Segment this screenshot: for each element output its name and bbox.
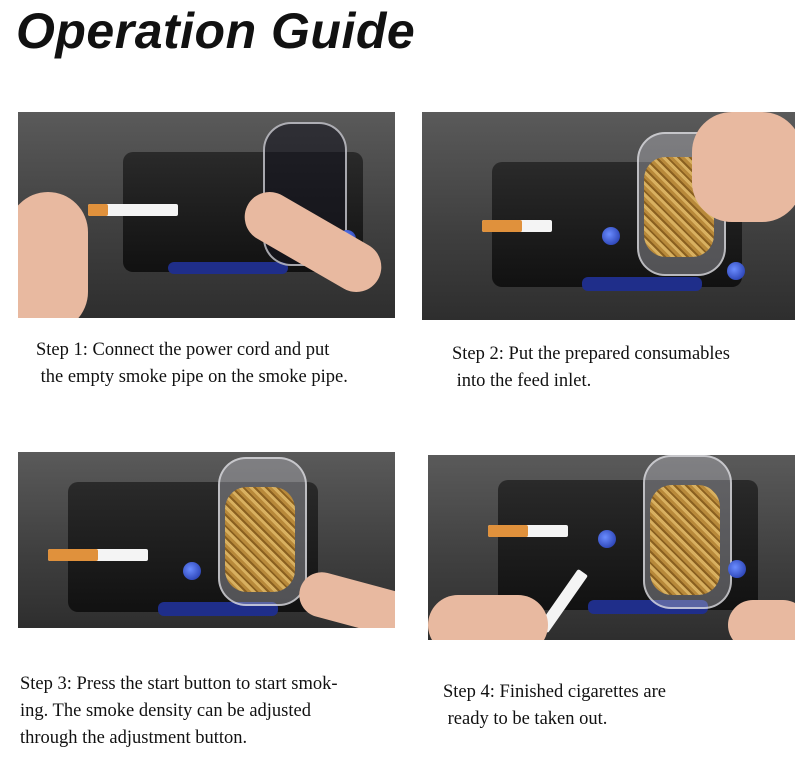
step-1-photo <box>18 112 395 318</box>
hand <box>728 600 795 640</box>
tobacco <box>225 487 295 592</box>
adjust-knob <box>183 562 201 580</box>
page-title: Operation Guide <box>16 3 416 59</box>
step-4-caption: Step 4: Finished cigarettes are ready to… <box>443 679 666 733</box>
adjust-knob <box>602 227 620 245</box>
step-2-photo <box>422 112 795 320</box>
step-4-photo <box>428 455 795 640</box>
adjust-knob <box>598 530 616 548</box>
hand <box>18 192 88 318</box>
hand <box>692 112 795 222</box>
caption-line: the empty smoke pipe on the smoke pipe. <box>36 367 348 387</box>
caption-line: into the feed inlet. <box>452 371 592 391</box>
start-button <box>727 262 745 280</box>
cigarette-tube <box>88 204 178 216</box>
caption-line: Step 4: Finished cigarettes are <box>443 682 666 702</box>
hand <box>294 567 395 628</box>
cigarette-filter <box>488 525 528 537</box>
cigarette-filter <box>48 549 98 561</box>
step-1-caption: Step 1: Connect the power cord and put t… <box>36 337 348 391</box>
caption-line: Step 3: Press the start button to start … <box>20 674 338 694</box>
caption-line: ready to be taken out. <box>443 709 608 729</box>
caption-line: ing. The smoke density can be adjusted <box>20 701 311 721</box>
step-3-photo <box>18 452 395 628</box>
cigarette-filter <box>88 204 108 216</box>
hand <box>428 595 548 640</box>
caption-line: through the adjustment button. <box>20 728 248 748</box>
step-2-caption: Step 2: Put the prepared consumables int… <box>452 341 730 395</box>
tobacco <box>650 485 720 595</box>
caption-line: Step 1: Connect the power cord and put <box>36 340 330 360</box>
caption-line: Step 2: Put the prepared consumables <box>452 344 730 364</box>
machine-base <box>582 277 702 291</box>
machine-base <box>168 262 288 274</box>
cigarette-filter <box>482 220 522 232</box>
start-button <box>728 560 746 578</box>
machine-base <box>588 600 708 614</box>
step-3-caption: Step 3: Press the start button to start … <box>20 671 338 752</box>
